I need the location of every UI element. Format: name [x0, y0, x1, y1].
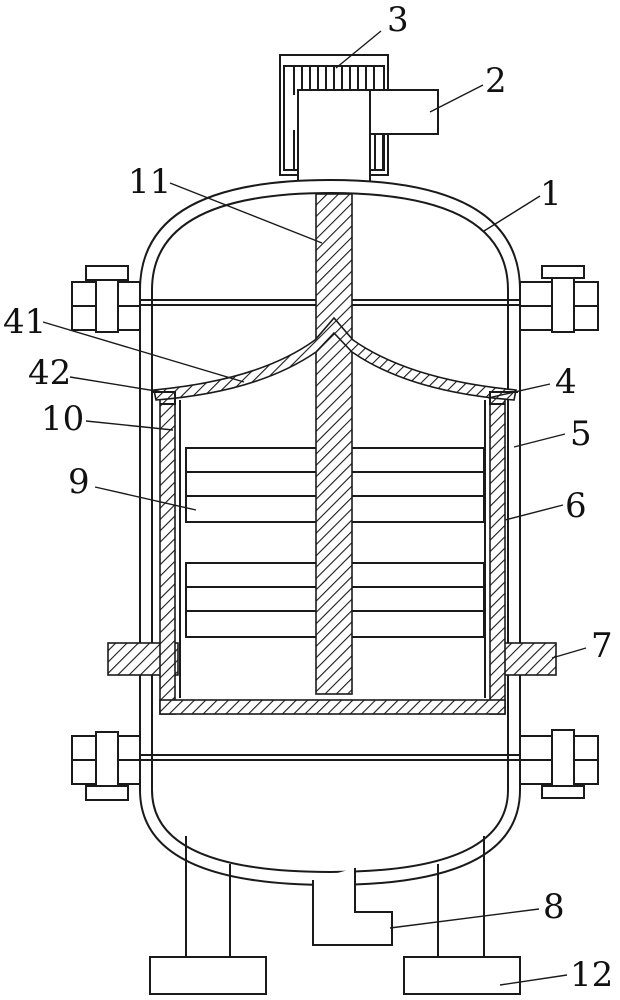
support-legs: [149, 836, 521, 995]
label-5: 5: [570, 414, 592, 454]
top-flange: [71, 265, 599, 333]
label-42: 42: [28, 353, 71, 393]
label-9: 9: [68, 462, 90, 502]
screen-basket: [159, 391, 506, 715]
feed-inlet: [369, 89, 439, 135]
label-2: 2: [485, 61, 507, 101]
bottom-flange: [71, 729, 599, 801]
label-6: 6: [565, 486, 587, 526]
leader-lines: [42, 30, 587, 986]
label-4: 4: [555, 362, 577, 402]
label-11: 11: [128, 162, 171, 202]
label-41: 41: [3, 302, 46, 342]
reference-labels: 3 2 1 11 41 42 4 10 5 9 6 7 8 12: [3, 0, 613, 995]
label-3: 3: [387, 0, 409, 40]
label-10: 10: [41, 399, 84, 439]
label-7: 7: [591, 626, 613, 666]
label-1: 1: [540, 174, 562, 214]
stirring-shaft: [315, 193, 353, 695]
motor: [279, 54, 389, 195]
discharge-outlet: [312, 868, 393, 946]
tank-inner-wall: [151, 191, 509, 874]
label-12: 12: [570, 955, 613, 995]
label-8: 8: [543, 887, 565, 927]
